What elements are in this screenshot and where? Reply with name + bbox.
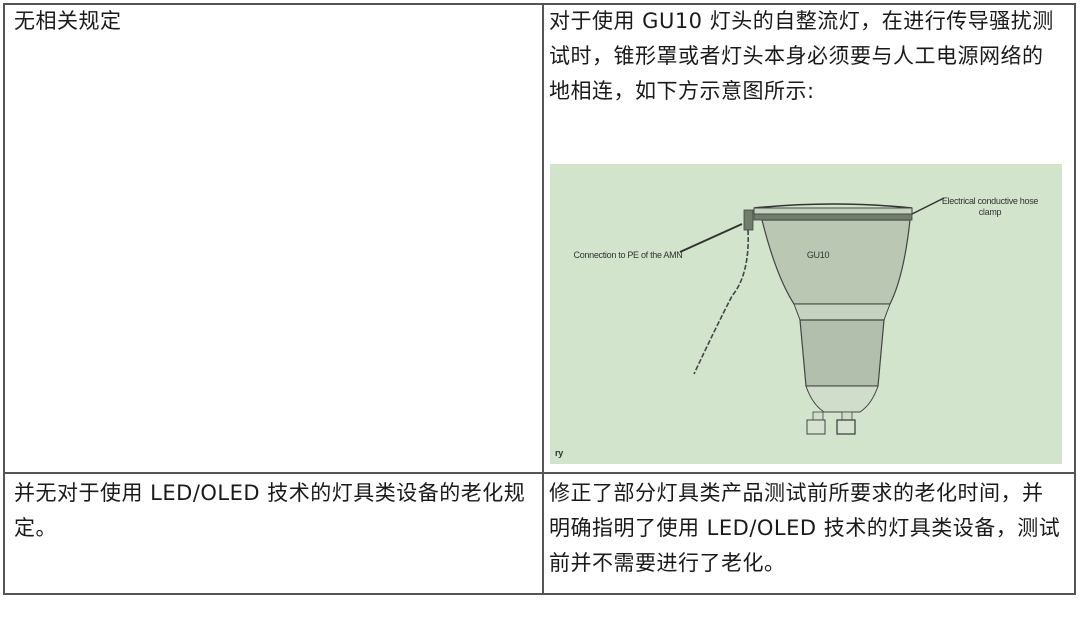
gu10-grounding-diagram: Connection to PE of the AMN Electrical c… [550,164,1062,464]
row-divider [5,472,1074,474]
gu10-lamp-illustration [679,197,945,435]
row1-right-cell: 对于使用 GU10 灯头的自整流灯，在进行传导骚扰测试时，锥形罩或者灯头本身必须… [549,9,1054,103]
column-divider [542,5,544,593]
callout-pe-connection: Connection to PE of the AMN [573,250,683,260]
comparison-table [3,3,1076,595]
row1-left-cell: 无相关规定 [14,9,122,33]
row2-left-cell: 并无对于使用 LED/OLED 技术的灯具类设备的老化规定。 [14,481,526,540]
row2-right-cell: 修正了部分灯具类产品测试前所要求的老化时间，并明确指明了使用 LED/OLED … [549,481,1061,575]
lamp-label: GU10 [806,250,830,260]
callout-hose-clamp: Electrical conductive hose clamp [941,196,1039,217]
corner-fragment: ry [555,448,563,458]
